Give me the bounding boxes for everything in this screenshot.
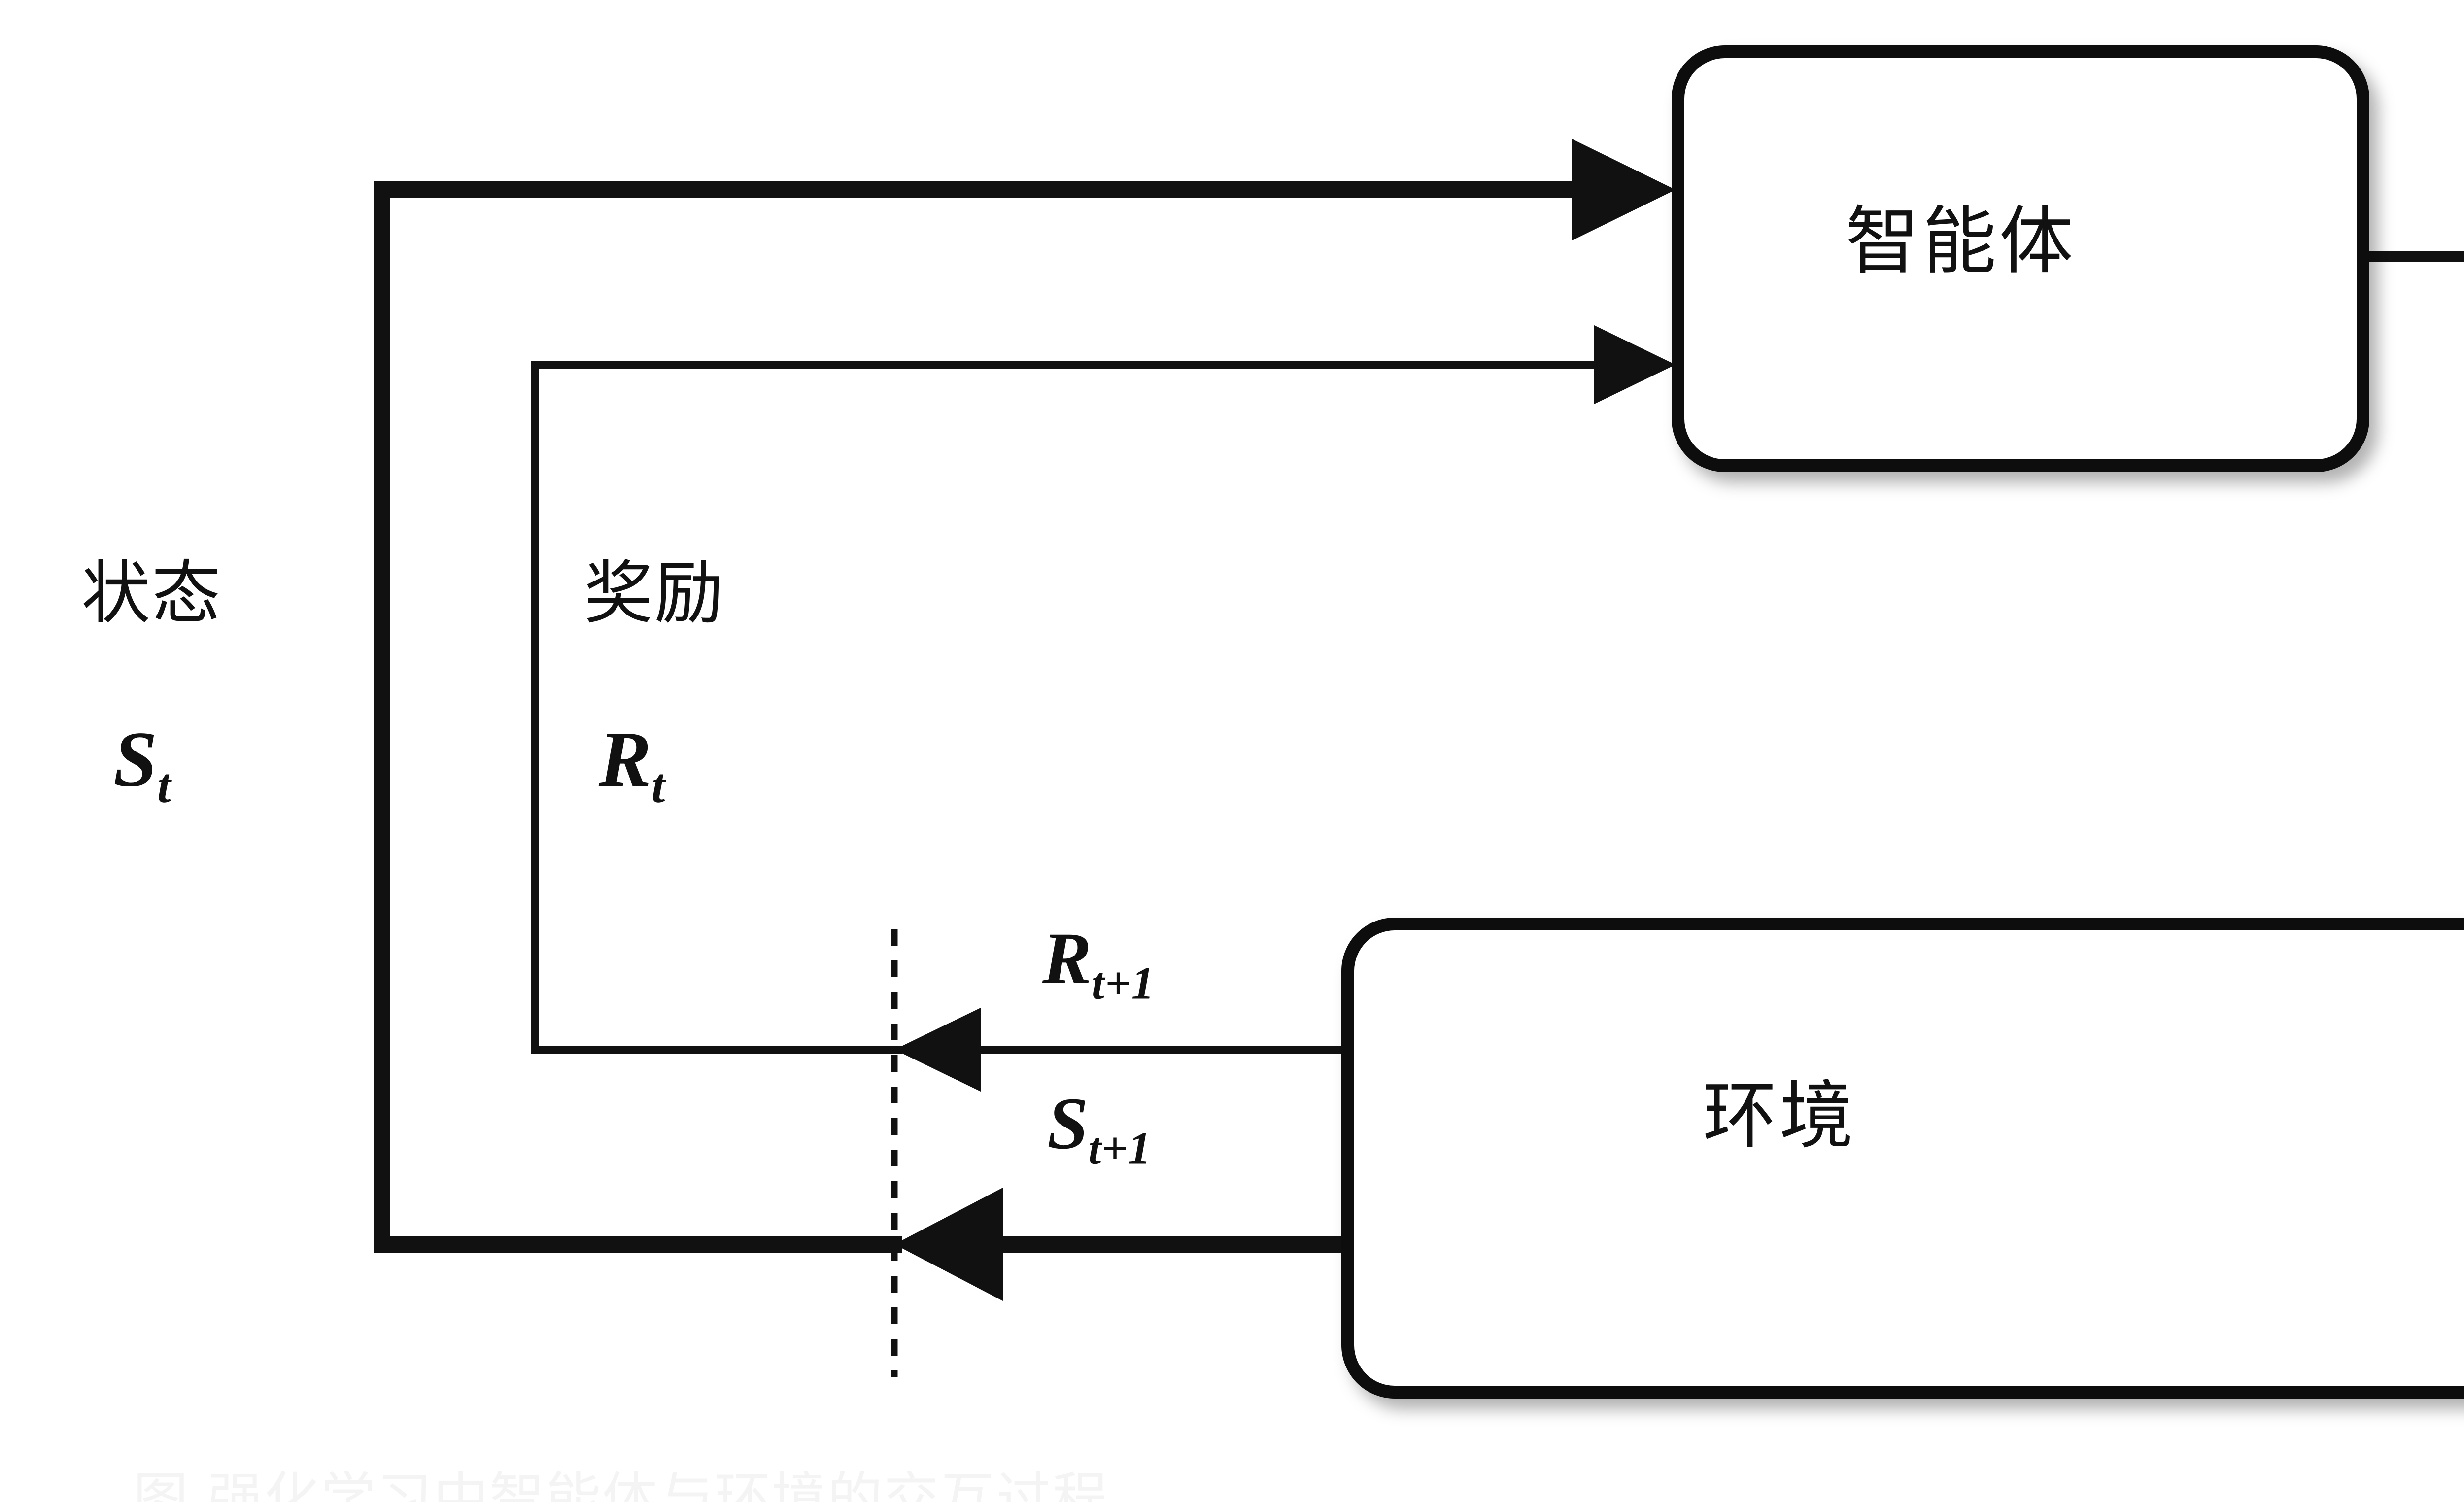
reward-edge-word: 奖励 xyxy=(584,553,725,634)
arrowhead-reward-next xyxy=(894,1008,981,1092)
arrowhead-reward-into-agent xyxy=(1594,325,1676,404)
state-symbol-subscript: t xyxy=(157,759,171,813)
figure-caption-clipped: 图 强化学习中智能体与环境的交互过程 xyxy=(133,1471,1809,1502)
state-next-letter: S xyxy=(1047,1083,1089,1164)
state-edge-word: 状态 xyxy=(81,553,222,634)
reward-next-letter: R xyxy=(1042,918,1092,999)
edge-state-next xyxy=(894,1188,1348,1301)
reward-edge-symbol: Rt xyxy=(599,719,665,811)
edge-reward-next xyxy=(894,1008,1348,1092)
state-edge-symbol: St xyxy=(113,719,171,811)
agent-box-label: 智能体 xyxy=(1846,199,2077,284)
edge-state-to-agent xyxy=(374,139,1676,1253)
state-next-symbol: St+1 xyxy=(1047,1087,1152,1172)
reward-next-subscript: t+1 xyxy=(1092,958,1155,1009)
state-symbol-letter: S xyxy=(113,715,157,803)
reward-symbol-letter: R xyxy=(599,715,651,803)
arrowhead-state-next xyxy=(894,1188,1003,1301)
reward-symbol-subscript: t xyxy=(651,759,666,813)
environment-box[interactable] xyxy=(1341,918,2464,1399)
reward-next-symbol: Rt+1 xyxy=(1042,922,1155,1007)
edge-reward-to-agent xyxy=(531,325,1676,1054)
environment-box-label: 环境 xyxy=(1703,1073,1857,1159)
state-next-subscript: t+1 xyxy=(1088,1123,1152,1174)
arrowhead-state-into-agent xyxy=(1572,139,1676,240)
agent-box[interactable] xyxy=(1672,45,2369,472)
